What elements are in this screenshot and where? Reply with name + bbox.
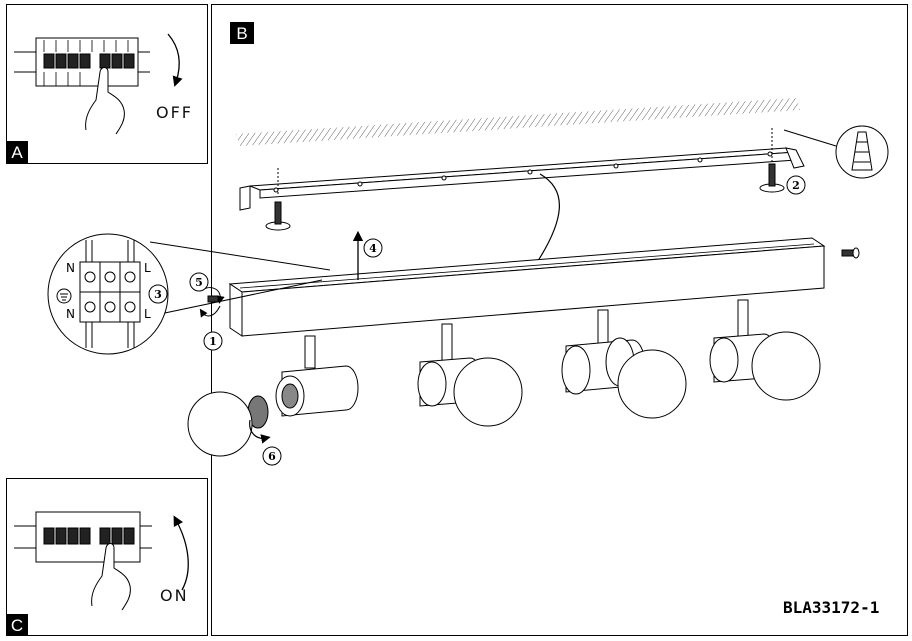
breaker-switches-c <box>43 527 135 545</box>
ceiling-hatch <box>236 98 800 146</box>
svg-text:2: 2 <box>792 179 800 192</box>
terminal-n-bottom: N <box>66 307 75 321</box>
step-1: 1 <box>203 331 223 351</box>
terminal-l-bottom: L <box>144 307 151 321</box>
svg-text:4: 4 <box>369 242 377 255</box>
panel-a-label: A <box>6 141 28 163</box>
step-5: 5 <box>189 272 209 292</box>
terminal-n-top: N <box>66 261 75 275</box>
rotate-arrow-a <box>167 33 183 87</box>
spotlight-4 <box>709 299 821 401</box>
breaker-panel-a <box>14 33 183 135</box>
step-3: 3 <box>148 284 168 304</box>
spotlight-2 <box>417 323 523 427</box>
breaker-terminals-a <box>43 40 129 86</box>
earth-symbol <box>56 288 72 304</box>
product-code: BLA33172-1 <box>783 598 880 617</box>
panel-c-label: C <box>6 614 28 636</box>
svg-text:5: 5 <box>195 276 203 289</box>
step-6: 6 <box>262 446 282 466</box>
breaker-panel-c <box>14 511 189 611</box>
spotlight-1 <box>187 335 359 457</box>
screw-left <box>265 168 291 231</box>
wall-plug-detail <box>783 125 889 179</box>
spotlight-3 <box>561 309 687 419</box>
end-screw <box>841 247 860 259</box>
svg-text:1: 1 <box>209 335 217 348</box>
power-cable <box>531 173 560 271</box>
svg-text:6: 6 <box>268 450 276 463</box>
step-4: 4 <box>363 238 383 258</box>
screw-right <box>759 128 785 193</box>
panel-a-state-text: OFF <box>156 103 193 122</box>
panel-c-state-text: ON <box>160 586 189 605</box>
mounting-bracket <box>239 147 805 211</box>
breaker-switches-a <box>43 53 135 69</box>
light-rail <box>228 237 826 337</box>
terminal-detail <box>47 233 331 355</box>
cover-screw <box>199 287 225 318</box>
step-2: 2 <box>786 175 806 195</box>
hand-c <box>91 543 131 611</box>
terminal-l-top: L <box>144 261 151 275</box>
screw-in-arrow <box>249 419 271 444</box>
hand-a <box>85 67 125 135</box>
panel-b-label: B <box>230 22 254 44</box>
svg-text:3: 3 <box>154 288 162 301</box>
rotate-arrow-c <box>173 515 189 591</box>
